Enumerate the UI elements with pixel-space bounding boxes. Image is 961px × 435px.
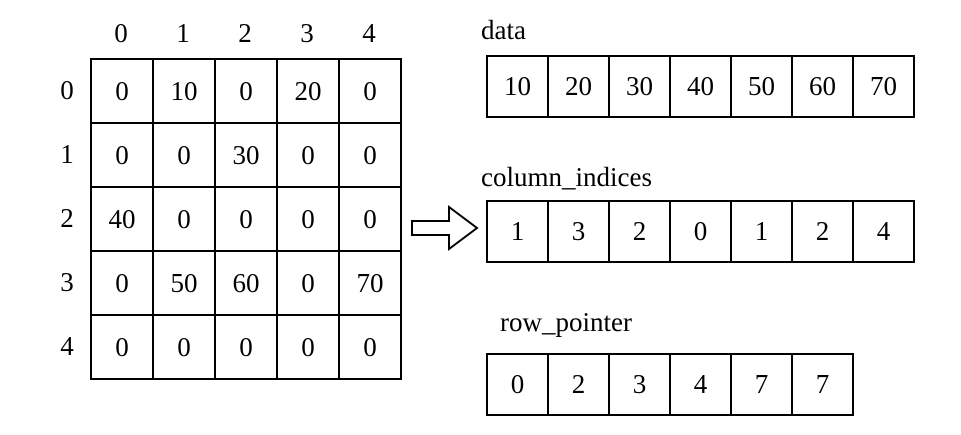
data-array-cell: 30 [610, 57, 671, 118]
row-pointer-cell: 7 [732, 355, 793, 416]
matrix-cell: 0 [154, 188, 216, 252]
row-pointer-cell: 0 [488, 355, 549, 416]
column-indices-cell: 1 [732, 202, 793, 263]
column-indices-array: 1 3 2 0 1 2 4 [486, 200, 915, 263]
matrix-cell: 0 [340, 124, 402, 188]
matrix-row-header-3: 3 [60, 267, 74, 297]
matrix-row-header-2: 2 [60, 203, 74, 233]
right-arrow-icon [411, 205, 479, 251]
matrix-row: 0 0 0 0 0 [92, 316, 402, 380]
matrix-cell: 0 [154, 124, 216, 188]
row-pointer-cell: 3 [610, 355, 671, 416]
matrix-cell: 0 [278, 124, 340, 188]
data-array-cell: 70 [854, 57, 915, 118]
column-indices-cell: 2 [793, 202, 854, 263]
matrix-row-header-4: 4 [60, 331, 74, 361]
matrix-cell: 20 [278, 60, 340, 124]
matrix-col-header-1: 1 [176, 18, 190, 48]
matrix-cell: 30 [216, 124, 278, 188]
matrix-cell: 0 [154, 316, 216, 380]
matrix-cell: 0 [92, 316, 154, 380]
matrix-cell: 0 [216, 316, 278, 380]
data-array-cell: 60 [793, 57, 854, 118]
matrix-col-header-2: 2 [238, 18, 252, 48]
data-array-label: data [481, 15, 526, 45]
row-pointer-cell: 2 [549, 355, 610, 416]
dense-matrix: 0 10 0 20 0 0 0 30 0 0 40 0 0 0 0 0 50 6… [90, 58, 402, 380]
matrix-cell: 60 [216, 252, 278, 316]
matrix-row: 0 50 60 0 70 [92, 252, 402, 316]
matrix-cell: 0 [216, 188, 278, 252]
data-array-cell: 20 [549, 57, 610, 118]
matrix-col-header-3: 3 [300, 18, 314, 48]
matrix-cell: 70 [340, 252, 402, 316]
matrix-cell: 10 [154, 60, 216, 124]
matrix-cell: 0 [340, 188, 402, 252]
matrix-cell: 0 [278, 316, 340, 380]
row-pointer-cell: 4 [671, 355, 732, 416]
matrix-cell: 0 [340, 60, 402, 124]
matrix-col-header-0: 0 [114, 18, 128, 48]
column-indices-cell: 0 [671, 202, 732, 263]
matrix-row: 0 0 30 0 0 [92, 124, 402, 188]
column-indices-label: column_indices [481, 162, 652, 192]
data-array-cell: 50 [732, 57, 793, 118]
matrix-cell: 0 [216, 60, 278, 124]
matrix-row-header-1: 1 [60, 139, 74, 169]
row-pointer-cell: 7 [793, 355, 854, 416]
matrix-cell: 0 [92, 60, 154, 124]
data-array-cell: 10 [488, 57, 549, 118]
data-array-cell: 40 [671, 57, 732, 118]
matrix-cell: 0 [92, 252, 154, 316]
column-indices-cell: 4 [854, 202, 915, 263]
row-pointer-label: row_pointer [500, 307, 632, 337]
matrix-cell: 0 [340, 316, 402, 380]
matrix-cell: 40 [92, 188, 154, 252]
row-pointer-array: 0 2 3 4 7 7 [486, 353, 854, 416]
column-indices-cell: 1 [488, 202, 549, 263]
column-indices-cell: 2 [610, 202, 671, 263]
matrix-row: 40 0 0 0 0 [92, 188, 402, 252]
matrix-cell: 0 [278, 188, 340, 252]
matrix-cell: 0 [278, 252, 340, 316]
matrix-row-header-0: 0 [60, 75, 74, 105]
matrix-row: 0 10 0 20 0 [92, 60, 402, 124]
matrix-cell: 50 [154, 252, 216, 316]
column-indices-cell: 3 [549, 202, 610, 263]
matrix-cell: 0 [92, 124, 154, 188]
data-array: 10 20 30 40 50 60 70 [486, 55, 915, 118]
matrix-col-header-4: 4 [362, 18, 376, 48]
